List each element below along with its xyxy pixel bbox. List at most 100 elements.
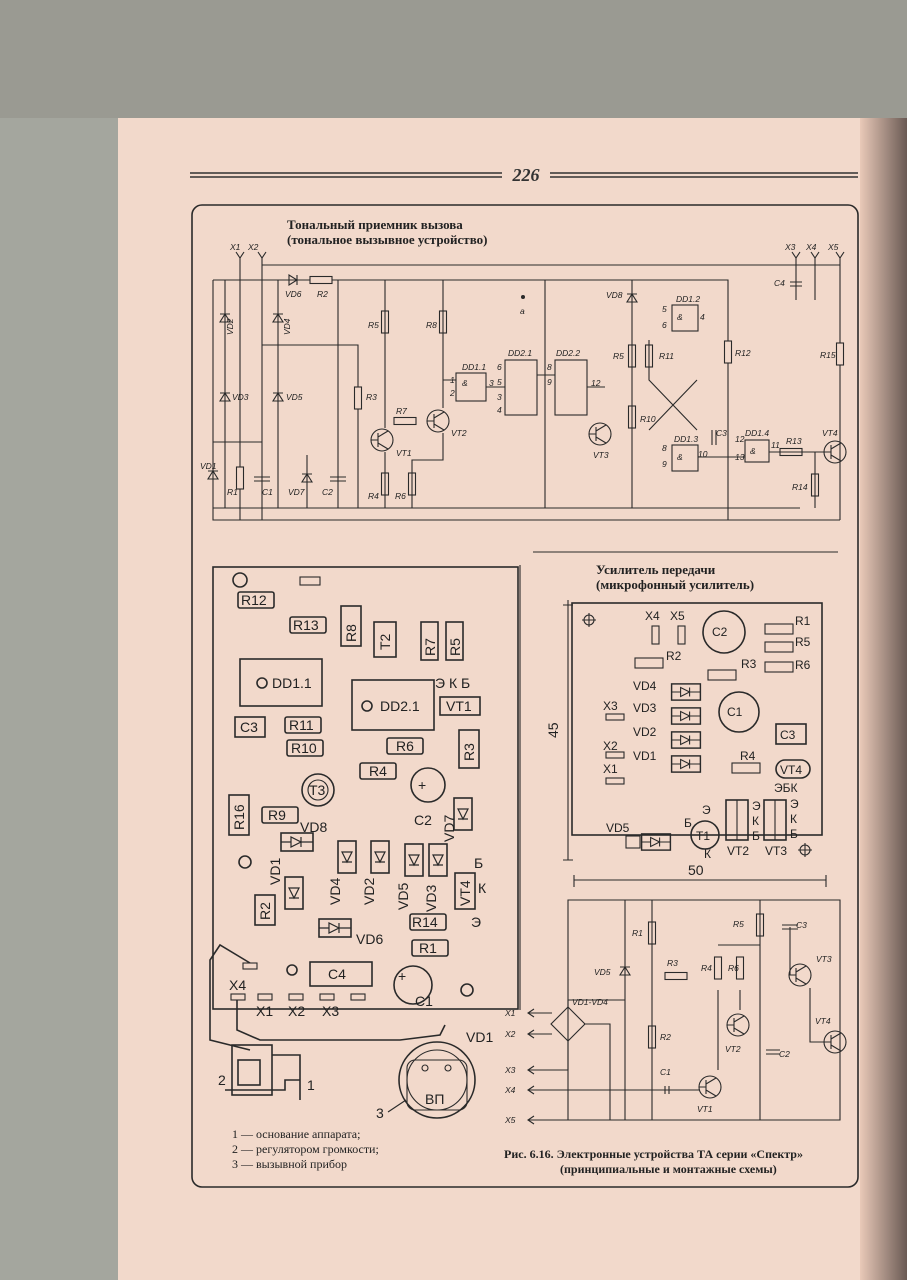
pcb-t3: T3 <box>309 782 326 798</box>
lbl-vt2: VT2 <box>451 428 467 438</box>
svg-text:Э: Э <box>790 797 799 811</box>
pcb-r8: R8 <box>343 624 359 642</box>
amp-vd2: VD2 <box>633 725 657 739</box>
lbl-r4: R4 <box>368 491 379 501</box>
lbl-vt3: VT3 <box>593 450 609 460</box>
lbl-vd3: VD3 <box>232 392 249 402</box>
assy-num2: 2 <box>218 1072 226 1088</box>
lbl-r10: R10 <box>640 414 656 424</box>
amp-t1: T1 <box>696 829 710 843</box>
svg-text:&: & <box>750 446 756 456</box>
svg-text:8: 8 <box>547 362 552 372</box>
lbl-vd2: VD2 <box>225 318 235 335</box>
amp-x5: X5 <box>670 609 685 623</box>
amp-c2: C2 <box>712 625 728 639</box>
lbl-r7: R7 <box>396 406 407 416</box>
sch-r3: R3 <box>667 958 678 968</box>
pcb-x1: X1 <box>256 1003 273 1019</box>
lbl-vd5: VD5 <box>286 392 303 402</box>
dim-height: 45 <box>545 722 561 738</box>
lbl-c1: C1 <box>262 487 273 497</box>
receiver-title-1: Тональный приемник вызова <box>287 217 463 232</box>
pcb-r4: R4 <box>369 763 387 779</box>
legend-2: 2 — регулятором громкости; <box>232 1142 379 1156</box>
pcb-k: К <box>478 880 487 896</box>
svg-text:5: 5 <box>662 304 667 314</box>
svg-text:12: 12 <box>735 434 745 444</box>
pcb-e: Э <box>471 914 481 930</box>
pcb-r11: R11 <box>289 717 314 733</box>
lbl-dd11-and: & <box>462 378 468 388</box>
svg-text:4: 4 <box>497 405 502 415</box>
svg-text:9: 9 <box>547 377 552 387</box>
pcb-r1: R1 <box>419 940 437 956</box>
lbl-r11: R11 <box>659 351 674 361</box>
legend-1: 1 — основание аппарата; <box>232 1127 360 1141</box>
amp-vd3: VD3 <box>633 701 657 715</box>
lbl-r5: R5 <box>368 320 379 330</box>
receiver-schematic: Тональный приемник вызова (тональное выз… <box>200 217 847 521</box>
sch-c2: C2 <box>779 1049 790 1059</box>
lbl-dd14: DD1.4 <box>745 428 769 438</box>
amp-b: Б <box>684 816 692 830</box>
lbl-a: a <box>520 306 525 316</box>
amp-vt4: VT4 <box>780 763 802 777</box>
pcb-r10: R10 <box>291 740 317 756</box>
svg-text:К: К <box>752 814 759 828</box>
assy-num1: 1 <box>307 1077 315 1093</box>
amp-vt2: VT2 <box>727 844 749 858</box>
receiver-board: R12 R13 R8 T2 R7 R5 DD1.1 DD2.1 Э К Б VT… <box>212 566 519 1019</box>
page <box>118 118 888 1280</box>
amp-e: Э <box>702 803 711 817</box>
sch-x1: X1 <box>504 1008 516 1018</box>
pcb-c3: C3 <box>240 719 258 735</box>
amp-r4: R4 <box>740 749 756 763</box>
sch-vt2: VT2 <box>725 1044 741 1054</box>
assy-vd1: VD1 <box>466 1029 493 1045</box>
pcb-dd21: DD2.1 <box>380 698 420 714</box>
pcb-r7: R7 <box>422 638 438 656</box>
sch-r6: R6 <box>728 963 739 973</box>
svg-text:9: 9 <box>662 459 667 469</box>
pcb-vd6: VD6 <box>356 931 383 947</box>
pcb-c1: C1 <box>415 993 433 1009</box>
pcb-x3: X3 <box>322 1003 339 1019</box>
page-spine-shadow <box>860 118 907 1280</box>
pcb-c4: C4 <box>328 966 346 982</box>
sch-vt1: VT1 <box>697 1104 713 1114</box>
pcb-r5: R5 <box>447 638 463 656</box>
amp-title-2: (микрофонный усилитель) <box>596 577 754 592</box>
lbl-r2: R2 <box>317 289 328 299</box>
amp-r6: R6 <box>795 658 811 672</box>
pcb-vd1: VD1 <box>267 858 283 885</box>
sch-r2: R2 <box>660 1032 671 1042</box>
sch-x2: X2 <box>504 1029 516 1039</box>
svg-text:6: 6 <box>497 362 502 372</box>
lbl-vd8: VD8 <box>606 290 623 300</box>
pcb-vd8: VD8 <box>300 819 327 835</box>
figure-frame <box>191 204 859 1188</box>
amp-title-1: Усилитель передачи <box>596 562 716 577</box>
svg-text:6: 6 <box>662 320 667 330</box>
svg-text:10: 10 <box>698 449 708 459</box>
receiver-title-2: (тональное вызывное устройство) <box>287 232 487 247</box>
lbl-r5b: R5 <box>613 351 624 361</box>
svg-text:1: 1 <box>450 375 455 385</box>
pcb-r12: R12 <box>241 592 267 608</box>
amp-r5: R5 <box>795 635 811 649</box>
svg-text:+: + <box>418 777 426 793</box>
amp-ebk: ЭБК <box>774 781 798 795</box>
svg-text:3: 3 <box>497 392 502 402</box>
figure-caption-2: (принципиальные и монтажные схемы) <box>560 1162 777 1176</box>
lbl-vd4: VD4 <box>282 318 292 335</box>
svg-text:Б: Б <box>752 829 760 843</box>
amp-x4: X4 <box>645 609 660 623</box>
amp-c3: C3 <box>780 728 796 742</box>
pcb-r6: R6 <box>396 738 414 754</box>
svg-text:&: & <box>677 312 683 322</box>
lbl-vt1: VT1 <box>396 448 412 458</box>
lbl-x4: X4 <box>805 242 817 252</box>
svg-text:11: 11 <box>771 440 780 450</box>
pcb-b: Б <box>474 855 483 871</box>
